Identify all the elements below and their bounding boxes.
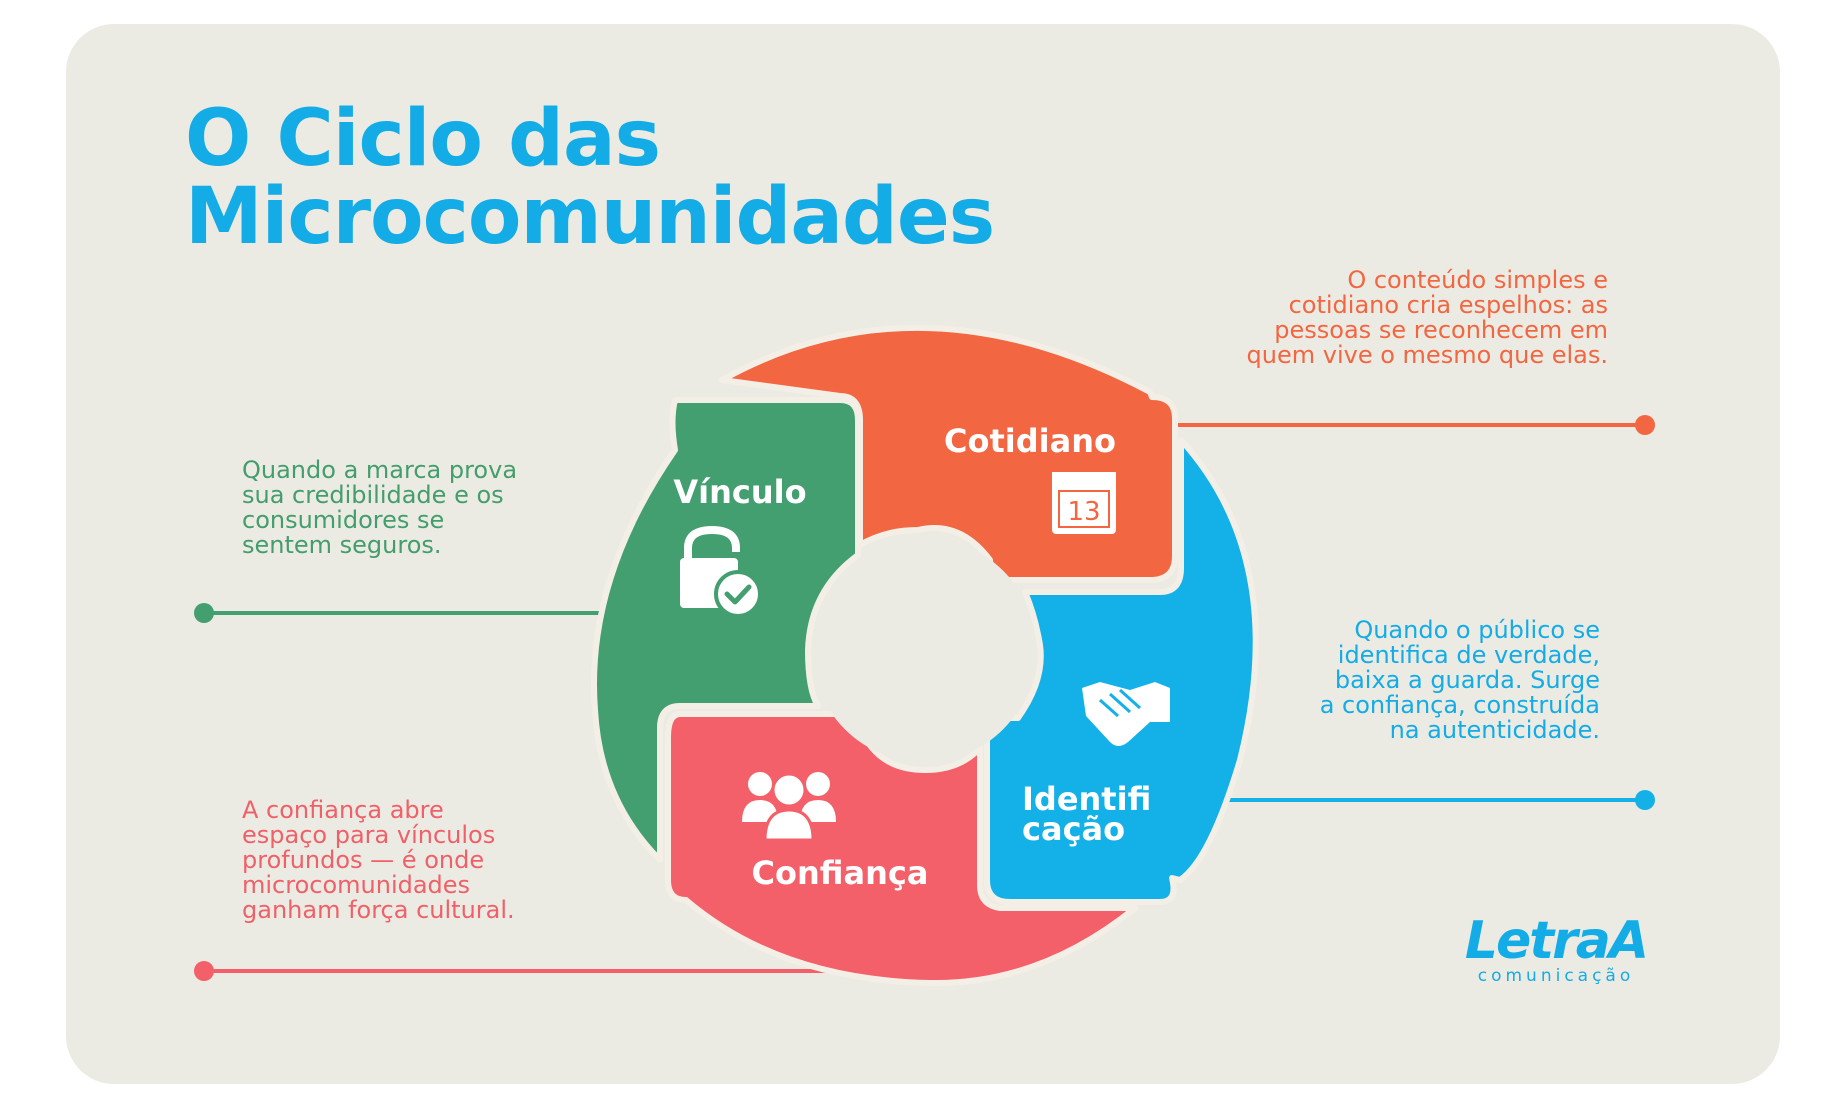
description-line: sentem seguros. (242, 531, 442, 559)
page-title: O Ciclo das Microcomunidades (185, 94, 995, 262)
cycle-center (812, 538, 1036, 762)
description-line: baixa a guarda. Surge (1334, 666, 1600, 694)
connector-vinculo (194, 603, 600, 623)
description-line: O conteúdo simples e (1347, 266, 1608, 294)
segment-identificacao (984, 437, 1259, 905)
handshake-icon (1082, 682, 1170, 746)
logo-name: LetraA (1464, 911, 1649, 971)
description-line: espaço para vínculos (242, 821, 496, 849)
description-confianca: A confiança abre espaço para vínculos pr… (242, 798, 515, 923)
description-line: identifica de verdade, (1337, 641, 1600, 669)
label-confianca: Confiança (752, 854, 929, 892)
description-line: cotidiano cria espelhos: as (1288, 291, 1608, 319)
label-vinculo: Vínculo (673, 473, 806, 511)
connector-confianca (194, 961, 830, 981)
segment-vinculo (591, 397, 861, 863)
unlocked-padlock-check-icon (680, 525, 762, 618)
description-line: Quando o público se (1354, 616, 1600, 644)
description-line: profundos — é onde (242, 846, 485, 874)
connector-identificacao (1205, 790, 1655, 810)
label-cotidiano: Cotidiano (944, 422, 1116, 460)
calendar-day: 13 (1067, 497, 1100, 527)
description-identificacao: Quando o público se identifica de verdad… (1320, 618, 1600, 743)
connector-cotidiano (1172, 415, 1655, 435)
description-line: pessoas se reconhecem em (1274, 316, 1608, 344)
title-line-2: Microcomunidades (185, 172, 995, 262)
description-line: A confiança abre (242, 796, 444, 824)
calendar-icon: 13 (1052, 472, 1116, 534)
description-line: sua credibilidade e os (242, 481, 504, 509)
people-group-icon (742, 772, 836, 842)
logo-subtitle: comunicação (1477, 966, 1635, 986)
description-line: microcomunidades (242, 871, 471, 899)
description-vinculo: Quando a marca prova sua credibilidade e… (242, 458, 517, 558)
description-line: na autenticidade. (1389, 716, 1600, 744)
description-cotidiano: O conteúdo simples e cotidiano cria espe… (1247, 268, 1608, 368)
description-line: consumidores se (242, 506, 445, 534)
description-line: Quando a marca prova (242, 456, 518, 484)
label-identificacao-line-1: Identifi (1022, 780, 1151, 818)
label-identificacao-line-2: cação (1022, 810, 1125, 848)
description-line: quem vive o mesmo que elas. (1246, 341, 1608, 369)
description-line: a confiança, construída (1319, 691, 1600, 719)
title-line-1: O Ciclo das (185, 94, 661, 184)
description-line: ganham força cultural. (242, 896, 515, 924)
brand-logo: LetraA comunicação (1456, 915, 1656, 985)
